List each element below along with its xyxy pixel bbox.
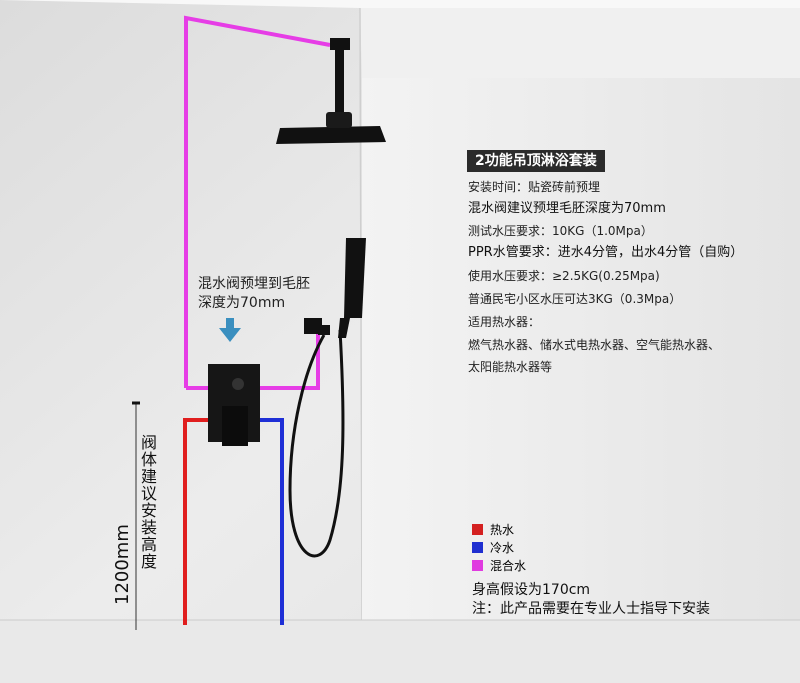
floor	[0, 620, 800, 683]
spec-use-pressure: 使用水压要求：≥2.5KG(0.25Mpa)	[468, 269, 660, 283]
spec-ppr-pipe: PPR水管要求：进水4分管，出水4分管（自购）	[468, 245, 744, 260]
legend-mixed-swatch	[472, 560, 483, 571]
embed-note-line-1: 混水阀预埋到毛胚	[198, 276, 310, 292]
shower-head-connector	[326, 112, 352, 128]
legend-hot: 热水	[472, 522, 514, 538]
hose-outlet	[318, 325, 330, 335]
spec-heater-list-1: 燃气热水器、储水式电热水器、空气能热水器、	[468, 338, 721, 352]
ceiling-flange	[330, 38, 350, 50]
spec-heater-list-2: 太阳能热水器等	[468, 360, 553, 374]
valve-height-label: 阀体建议安装高度	[141, 433, 158, 571]
embed-depth-note: 混水阀预埋到毛胚 深度为70mm	[198, 275, 310, 313]
hot-pipe	[183, 418, 210, 625]
ceiling-plane	[360, 8, 800, 78]
ceiling	[0, 0, 800, 8]
embed-note-line-2: 深度为70mm	[198, 295, 286, 311]
install-note: 注：此产品需要在专业人士指导下安装	[472, 601, 710, 617]
spec-heater-title: 适用热水器：	[468, 315, 541, 329]
hand-shower-icon	[344, 238, 366, 318]
shower-hose	[288, 329, 345, 558]
hand-shower-bracket	[304, 318, 322, 334]
spec-test-pressure: 测试水压要求：10KG（1.0Mpa）	[468, 224, 653, 238]
legend-cold-label: 冷水	[490, 541, 515, 555]
legend-cold: 冷水	[472, 540, 514, 556]
cold-pipe	[258, 418, 284, 625]
wall-right	[362, 78, 800, 683]
product-title: 2功能吊顶淋浴套装	[467, 150, 605, 172]
down-arrow-icon	[226, 318, 234, 330]
legend-hot-label: 热水	[490, 523, 515, 537]
legend-cold-swatch	[472, 542, 483, 553]
person-height-note: 身高假设为170cm	[472, 582, 591, 598]
shower-head-icon	[276, 126, 386, 144]
height-value-label: 1200mm	[112, 524, 133, 605]
spec-install-time: 安装时间：贴瓷砖前预埋	[468, 180, 601, 194]
shower-arm	[335, 48, 344, 114]
valve-knob	[232, 378, 244, 390]
valve-handle	[222, 406, 248, 446]
spec-home-pressure: 普通民宅小区水压可达3KG（0.3Mpa）	[468, 292, 682, 306]
legend-hot-swatch	[472, 524, 483, 535]
mixed-pipe-ceiling	[184, 15, 331, 388]
legend-mixed-label: 混合水	[490, 559, 527, 573]
down-arrow-head	[219, 328, 241, 342]
legend-mixed: 混合水	[472, 558, 526, 574]
spec-embed-depth: 混水阀建议预埋毛胚深度为70mm	[468, 201, 666, 216]
